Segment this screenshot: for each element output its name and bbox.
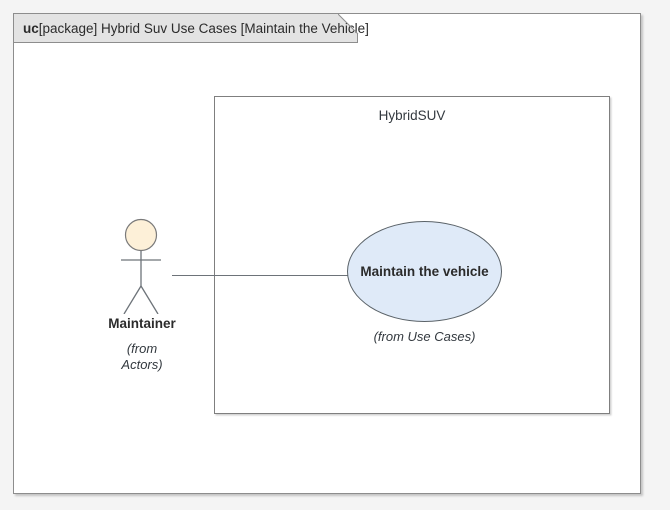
system-boundary-label: HybridSUV bbox=[378, 108, 446, 123]
actor-from-line-1: (from bbox=[126, 341, 158, 356]
actor-stick-figure-icon bbox=[121, 218, 161, 314]
actor-from-line-2: Actors) bbox=[121, 357, 163, 372]
diagram-kind-label: uc bbox=[23, 21, 39, 36]
diagram-frame-title: uc[package] Hybrid Suv Use Cases [Mainta… bbox=[14, 14, 369, 43]
usecase-from-label: (from Use Cases) bbox=[373, 329, 476, 344]
actor-maintainer[interactable]: Maintainer (from Actors) bbox=[99, 214, 185, 379]
diagram-frame-header bbox=[14, 14, 358, 43]
association-line[interactable] bbox=[172, 275, 348, 276]
usecase-maintain-the-vehicle[interactable]: Maintain the vehicle (from Use Cases) bbox=[347, 221, 502, 344]
actor-name-label: Maintainer bbox=[108, 316, 176, 331]
usecase-ellipse[interactable]: Maintain the vehicle bbox=[347, 221, 502, 322]
actor-from-label: (from Actors) bbox=[99, 341, 185, 373]
diagram-title-label: [package] Hybrid Suv Use Cases [Maintain… bbox=[38, 21, 369, 36]
usecase-label: Maintain the vehicle bbox=[360, 264, 489, 279]
uml-diagram-frame: uc[package] Hybrid Suv Use Cases [Mainta… bbox=[13, 13, 641, 494]
